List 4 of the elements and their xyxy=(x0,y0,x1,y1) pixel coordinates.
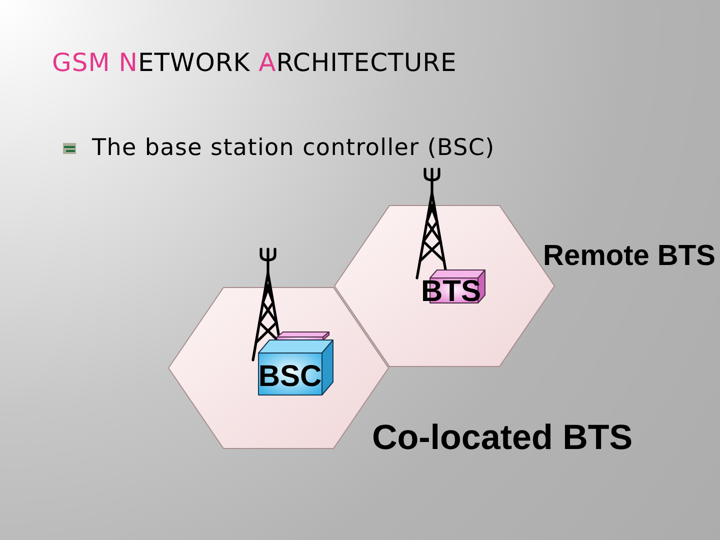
cell-caption: Co-located BTS xyxy=(372,420,633,455)
cell-caption: Remote BTS xyxy=(543,242,716,271)
slide-title: GSM NETWORK ARCHITECTURE xyxy=(52,48,457,78)
bullet-text: The base station controller (BSC) xyxy=(92,135,495,163)
